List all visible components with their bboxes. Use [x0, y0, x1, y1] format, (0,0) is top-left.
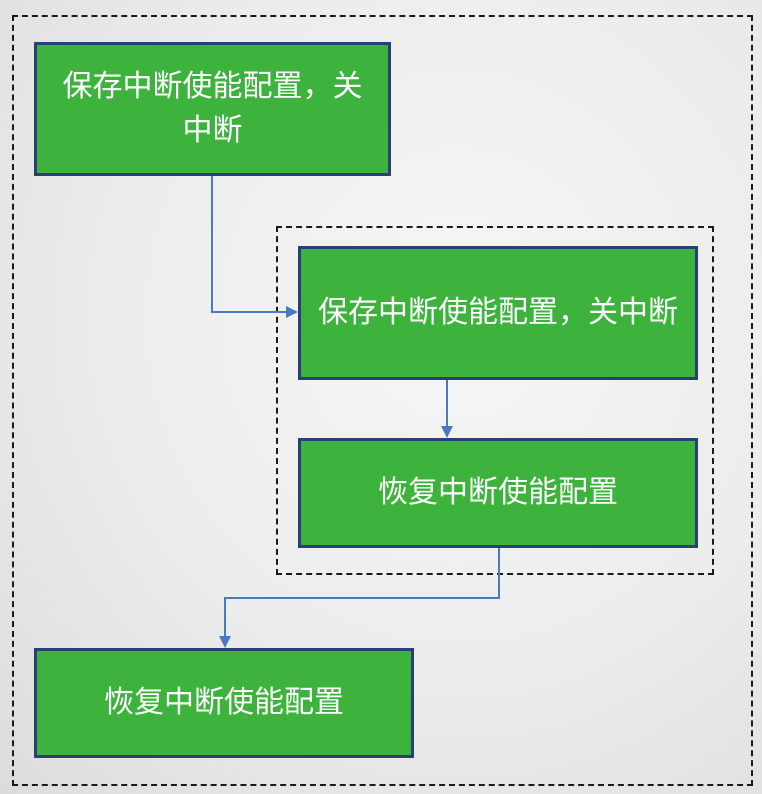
flow-node-label: 恢复中断使能配置: [104, 685, 344, 720]
flow-node-label: 恢复中断使能配置: [378, 475, 618, 510]
flow-node-restore-outer: 恢复中断使能配置: [34, 648, 414, 758]
flow-node-label: 保存中断使能配置，关中断: [318, 295, 678, 330]
flow-node-save-disable-outer: 保存中断使能配置，关中断: [34, 42, 391, 176]
flow-node-label: 保存中断使能配置，关中断: [62, 69, 363, 148]
flow-node-save-disable-inner: 保存中断使能配置，关中断: [298, 246, 698, 380]
outer-group-border: [12, 15, 753, 786]
flow-node-restore-inner: 恢复中断使能配置: [298, 438, 698, 548]
